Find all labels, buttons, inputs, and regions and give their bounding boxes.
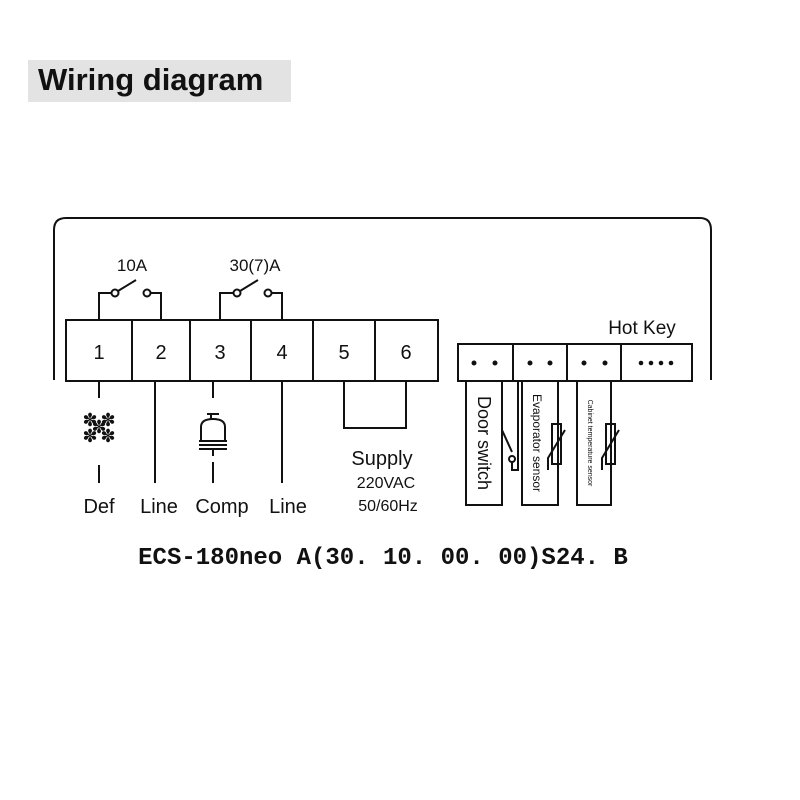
evaporator-sensor-label: Evaporator sensor [530, 394, 544, 492]
terminal-6-number: 6 [400, 342, 411, 364]
svg-text:✽: ✽ [82, 410, 97, 430]
door-switch-wiring [465, 380, 519, 506]
comp-label: Comp [195, 496, 248, 518]
comp-relay-contact [219, 279, 283, 320]
sensor-connector-block [457, 343, 693, 382]
evaporator-sensor-wiring [521, 380, 566, 506]
supply-frequency: 50/60Hz [358, 498, 418, 515]
terminal-3-number: 3 [214, 342, 225, 364]
terminal-wires [98, 381, 407, 483]
terminal-5-number: 5 [338, 342, 349, 364]
door-switch-label: Door switch [474, 396, 494, 490]
snowflake-icon: ✽ ✽ ✽ ✽ ✽ [82, 410, 115, 446]
def-relay-rating: 10A [117, 256, 148, 275]
cabinet-sensor-label: Cabinet temperature sensor [586, 400, 593, 487]
terminal-4-number: 4 [276, 342, 287, 364]
svg-text:✽: ✽ [100, 426, 115, 446]
model-designation: ECS-180neo A(30. 10. 00. 00)S24. B [138, 545, 628, 572]
controller-outline [53, 217, 712, 380]
supply-label: Supply [351, 448, 412, 470]
comp-relay-rating: 30(7)A [229, 256, 281, 275]
compressor-icon [199, 413, 227, 456]
terminal-block [65, 319, 439, 382]
terminal-1-number: 1 [93, 342, 104, 364]
line-label-1: Line [140, 496, 178, 518]
def-relay-contact [98, 279, 162, 320]
line-label-2: Line [269, 496, 307, 518]
svg-text:✽: ✽ [82, 426, 97, 446]
supply-voltage: 220VAC [357, 475, 415, 492]
svg-text:✽: ✽ [100, 410, 115, 430]
svg-text:✽: ✽ [91, 417, 106, 437]
hot-key-label: Hot Key [608, 318, 676, 339]
connector-pins [471, 360, 674, 366]
diagram-header: Wiring diagram [28, 60, 291, 102]
def-label: Def [83, 496, 115, 518]
terminal-2-number: 2 [155, 342, 166, 364]
cabinet-sensor-wiring [576, 380, 620, 506]
header-title: Wiring diagram [38, 62, 264, 97]
